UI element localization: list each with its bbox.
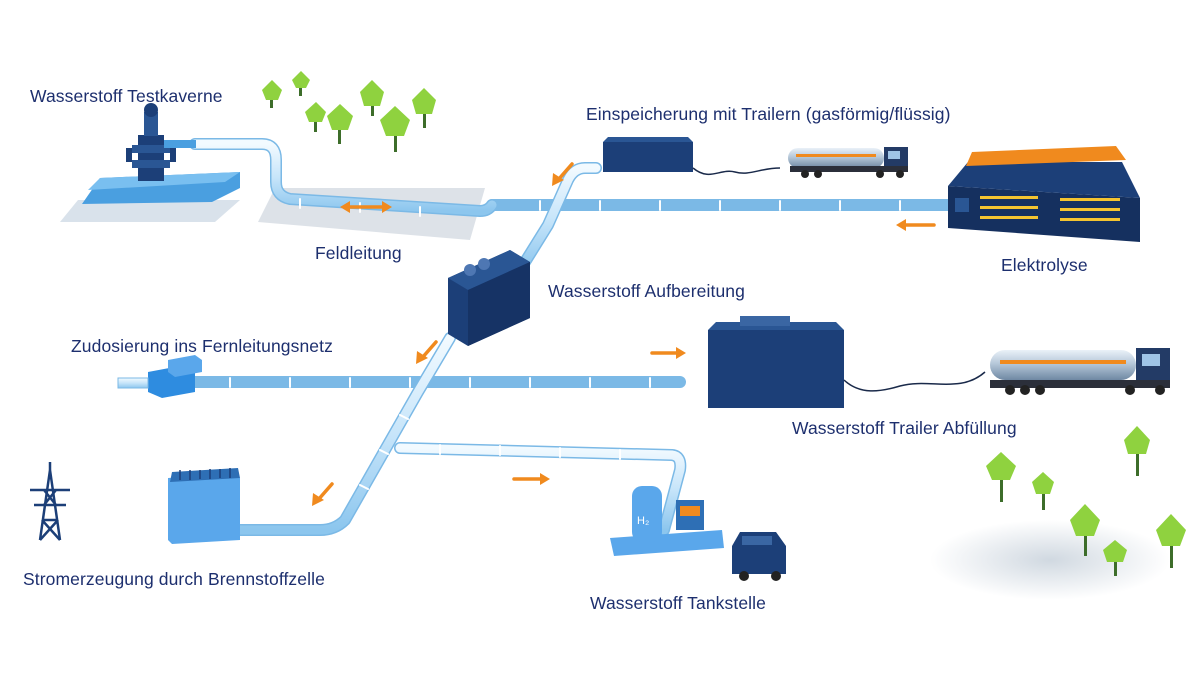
tree-icon [1124,426,1150,476]
cavern-wellhead-icon [126,103,196,181]
tree-icon [986,452,1016,502]
tree-icon [305,102,326,132]
label-processing: Wasserstoff Aufbereitung [548,281,745,301]
trees-top [262,71,436,152]
filling-station [610,486,724,556]
tank-marking: H₂ [637,515,649,527]
flow-arrow-icon [340,201,392,213]
car-icon [732,532,786,581]
storage-container [603,137,781,176]
label-electrolysis: Elektrolyse [1001,255,1088,275]
tree-icon [380,106,410,152]
hydrogen-tank [632,486,662,542]
label-test-cavern: Wasserstoff Testkaverne [30,86,223,106]
label-trailer-filling: Wasserstoff Trailer Abfüllung [792,418,1017,438]
tree-icon [1070,504,1100,556]
label-field-line: Feldleitung [315,243,402,263]
label-filling-station: Wasserstoff Tankstelle [590,593,766,613]
tree-icon [360,80,384,116]
tree-shadow [930,520,1170,600]
tree-icon [327,104,353,144]
trees-bottom-right [986,426,1186,576]
tanker-truck-icon [990,348,1170,395]
grid-injection-station [117,355,202,398]
pipeline-network [189,138,961,536]
flow-arrow-icon [896,219,936,231]
pipe-body [190,139,960,535]
flow-arrow-icon [650,347,686,359]
flow-arrow-icon [512,473,550,485]
tree-icon [1103,540,1127,576]
tree-icon [1156,514,1186,568]
pipe-trunk [229,332,456,536]
cavern-platform-shadow [60,200,240,222]
tree-icon [292,71,310,96]
tree-icon [262,80,282,108]
tanker-truck-icon [788,147,908,178]
electrolysis-plant [948,146,1140,242]
label-grid-injection: Zudosierung ins Fernleitungsnetz [71,336,333,356]
test-cavern-site [82,103,240,204]
label-fuel-cell: Stromerzeugung durch Brennstoffzelle [23,569,325,589]
tree-icon [1032,472,1054,510]
fuel-cell-unit [168,468,240,544]
flow-arrow-icon [552,162,574,186]
trailer-filling-station [708,316,986,408]
label-trailer-storage: Einspeicherung mit Trailern (gasförmig/f… [586,104,951,124]
transmission-tower-icon [30,462,70,541]
tree-icon [412,88,436,128]
flow-arrows [312,162,936,506]
flow-arrow-icon [312,482,334,506]
processing-unit [448,250,530,346]
flow-arrow-icon [416,340,438,364]
